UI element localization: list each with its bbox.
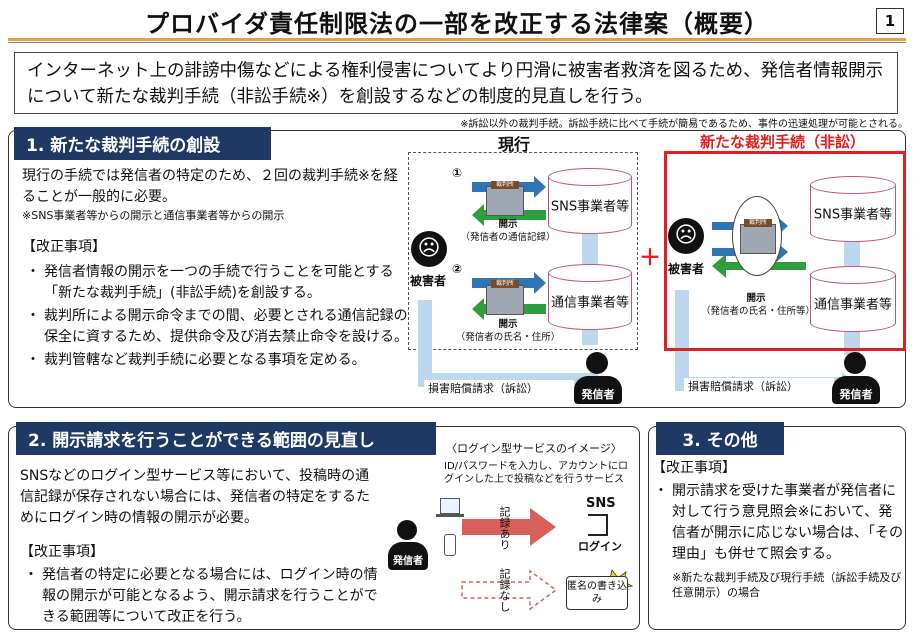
list-item: 発信者情報の開示を一つの手続で行うことを可能とする「新たな裁判手続」(非訟手続)… — [22, 262, 410, 304]
court-building-icon: 裁判所 — [740, 219, 776, 254]
new-disclose-label: 開示 — [746, 293, 766, 304]
section2-bullets: 発信者の特定に必要となる場合には、ログイン時の情報の開示が可能となるよう、開示請… — [20, 565, 382, 630]
court-building-icon: 裁判所 — [486, 280, 524, 315]
sad-face-icon: ☹ — [668, 218, 704, 254]
section1-intro-note: ※SNS事業者等からの開示と通信事業者等からの開示 — [22, 209, 285, 222]
sns-label: SNS事業者等 — [550, 199, 630, 215]
login-label: ログイン — [578, 540, 622, 553]
record-yes-arrow — [462, 508, 556, 546]
login-image-desc: ID/パスワードを入力し、アカウントにログインした上で投稿などを行うサービス — [444, 461, 629, 485]
court-building-icon: 裁判所 — [486, 181, 524, 216]
anonymous-post-card: 匿名の書き込み — [566, 576, 628, 610]
sender-person-icon: 発信者 — [830, 352, 882, 408]
new-process-label: 新たな裁判手続（非訟） — [700, 133, 866, 151]
disclose1-sub: （発信者の通信記録） — [460, 232, 556, 243]
list-item: 裁判所による開示命令までの間、必要とされる通信記録の保全に資するため、提供命令及… — [22, 306, 410, 348]
summary-note: ※訴訟以外の裁判手続。訴訟手続に比べて手続が簡易であるため、事件の迅速処理が可能… — [460, 119, 908, 130]
record-yes-label: 記録あり — [498, 506, 511, 550]
section2-intro: SNSなどのログイン型サービス等において、投稿時の通信記録が保存されない場合には… — [20, 468, 370, 526]
sns-label: SNS — [586, 496, 616, 511]
record-no-label: 記録なし — [498, 568, 511, 612]
disclose1-label: 開示 — [498, 219, 518, 230]
current-label: 現行 — [498, 135, 531, 154]
section3-bullets: 開示請求を受けた事業者が発信者に対して行う意見照会※において、発信者が開示に応じ… — [650, 481, 904, 567]
new-disclose-sub: （発信者の氏名・住所等） — [700, 306, 815, 317]
summary-box: インターネット上の誹謗中傷などによる権利侵害についてより円滑に被害者救済を図るた… — [14, 52, 898, 114]
plus-sign: ＋ — [639, 246, 662, 271]
sender-label: 発信者 — [581, 388, 615, 401]
section3-kaisei-label: 【改正事項】 — [652, 460, 736, 476]
sns-label: SNS事業者等 — [813, 207, 893, 223]
disclose2-sub: （発信者の氏名・住所） — [455, 332, 561, 343]
step1-marker: ① — [452, 166, 463, 180]
login-image-caption: 〈ログイン型サービスのイメージ〉 — [446, 442, 622, 455]
current-frame — [408, 152, 638, 350]
telecom-label: 通信事業者等 — [550, 295, 629, 311]
sad-face-icon: ☹ — [411, 231, 447, 267]
section1-kaisei-label: 【改正事項】 — [22, 239, 106, 255]
laptop-base — [436, 514, 464, 517]
record-no-arrow — [461, 569, 558, 611]
section1-intro: 現行の手続では発信者の特定のため、２回の裁判手続※を経ることが一般的に必要。 — [22, 168, 398, 205]
list-item: 発信者の特定に必要となる場合には、ログイン時の情報の開示が可能となるよう、開示請… — [20, 565, 382, 628]
sender-person-icon: 発信者 — [572, 352, 624, 408]
court-sign: 裁判所 — [491, 181, 519, 189]
page-number: 1 — [876, 8, 904, 34]
lawsuit-label-new: 損害賠償請求（訴訟） — [684, 378, 834, 394]
telecom-provider-cylinder: 通信事業者等 — [810, 266, 896, 332]
login-door-icon — [588, 514, 608, 536]
phone-icon — [444, 534, 456, 556]
section3-note: ※新たな裁判手続及び現行手続（訴訟手続及び任意開示）の場合 — [672, 571, 902, 599]
page-title: プロバイダ責任制限法の一部を改正する法律案（概要） — [144, 10, 770, 38]
court-sign: 裁判所 — [744, 219, 772, 227]
victim-label: 被害者 — [410, 274, 447, 288]
section1-bullets: 発信者情報の開示を一つの手続で行うことを可能とする「新たな裁判手続」(非訟手続)… — [22, 262, 410, 373]
section3-heading: 3. その他 — [656, 422, 784, 455]
title-rule — [8, 38, 906, 41]
lawsuit-label-current: 損害賠償請求（訴訟） — [424, 380, 574, 396]
telecom-label: 通信事業者等 — [813, 297, 892, 313]
disclose2-label: 開示 — [498, 319, 518, 330]
sender-person-icon: 発信者 — [388, 520, 428, 576]
step2-marker: ② — [452, 262, 463, 276]
section2-heading: 2. 開示請求を行うことができる範囲の見直し — [16, 422, 436, 455]
list-item: 開示請求を受けた事業者が発信者に対して行う意見照会※において、発信者が開示に応じ… — [650, 481, 904, 565]
new-process-frame — [664, 151, 906, 351]
victim-label: 被害者 — [668, 262, 705, 276]
title-rule-thin — [8, 42, 906, 43]
section1-heading: 1. 新たな裁判手続の創設 — [14, 127, 271, 160]
list-item: 裁判管轄など裁判手続に必要となる事項を定める。 — [22, 350, 410, 371]
sns-provider-cylinder: SNS事業者等 — [810, 176, 896, 242]
telecom-provider-cylinder: 通信事業者等 — [548, 264, 632, 330]
summary-text: インターネット上の誹謗中傷などによる権利侵害についてより円滑に被害者救済を図るた… — [27, 61, 884, 107]
sns-provider-cylinder: SNS事業者等 — [548, 168, 632, 234]
laptop-icon — [440, 498, 460, 514]
section2-kaisei-label: 【改正事項】 — [20, 544, 104, 560]
sender-label: 発信者 — [393, 556, 423, 567]
anonymous-post-label: 匿名の書き込み — [567, 581, 627, 605]
sender-label: 発信者 — [839, 388, 873, 401]
court-sign: 裁判所 — [491, 280, 519, 288]
